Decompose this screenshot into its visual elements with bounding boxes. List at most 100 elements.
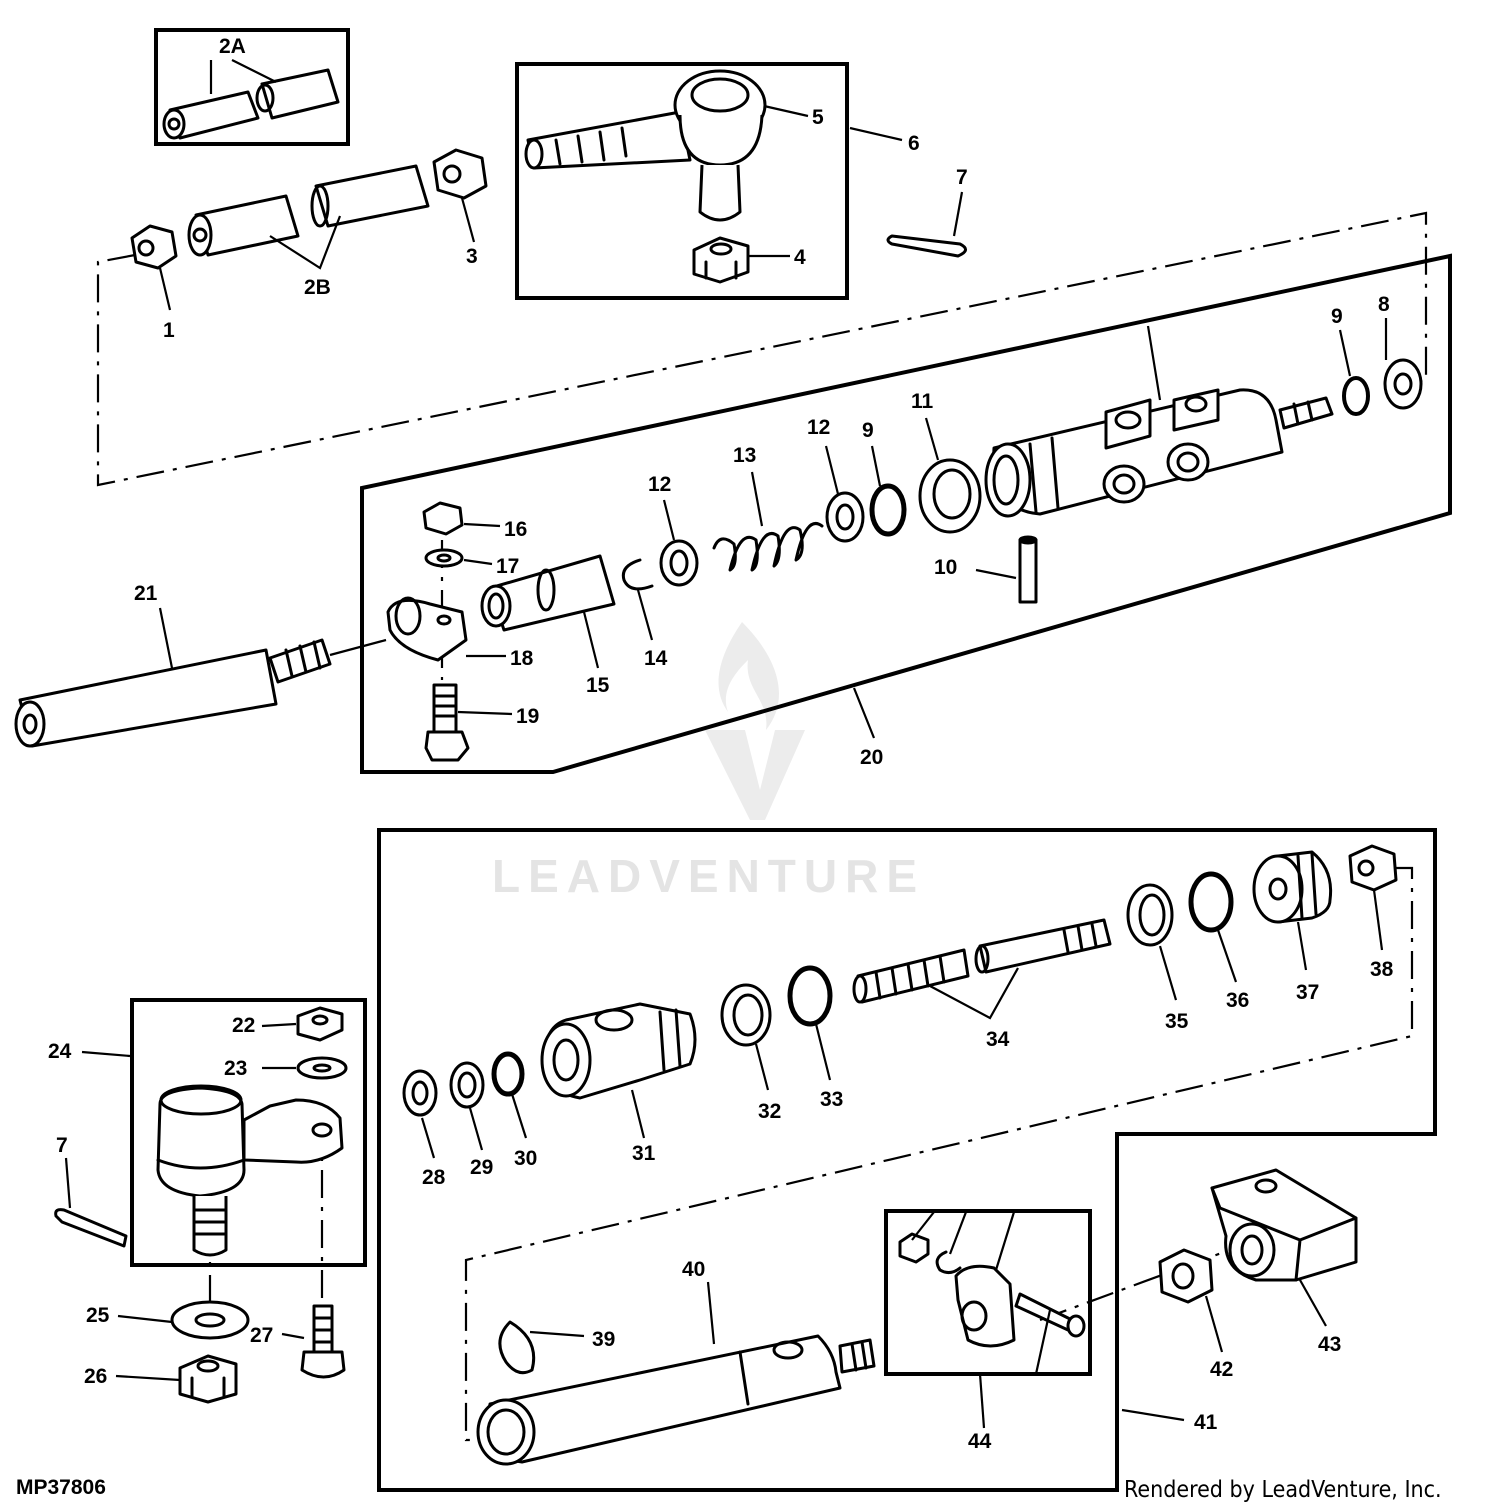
callout-4: 4 (794, 246, 806, 269)
part-23-washer (296, 1056, 348, 1080)
callout-labels: 2A 1 2B 3 4 5 6 7 8 9 9 10 11 12 12 13 1… (48, 35, 1394, 1453)
part-20-housing (984, 388, 1334, 518)
callout-41: 41 (1194, 1411, 1218, 1434)
callout-25: 25 (86, 1304, 110, 1327)
callout-21: 21 (134, 582, 158, 605)
part-9b-o-ring (1342, 376, 1370, 416)
part-39-snap-ring (498, 1320, 536, 1375)
inset-box-44 (884, 1209, 1092, 1376)
callout-16: 16 (504, 518, 527, 541)
part-2a-bushings (162, 68, 340, 140)
callout-42: 42 (1210, 1358, 1233, 1381)
part-14-snap-ring (621, 558, 654, 591)
callout-43: 43 (1318, 1333, 1341, 1356)
figure-id: MP37806 (16, 1476, 106, 1499)
watermark-logo (705, 622, 805, 820)
callout-27: 27 (250, 1324, 273, 1347)
part-11-ring (918, 458, 982, 534)
callout-22: 22 (232, 1014, 255, 1037)
callout-11: 11 (911, 390, 934, 413)
part-36-o-ring (1188, 871, 1234, 933)
callout-8: 8 (1378, 293, 1390, 316)
callout-3: 3 (466, 245, 478, 268)
callout-37: 37 (1296, 981, 1319, 1004)
part-44-clevis-kit (898, 1232, 1086, 1348)
part-27-bolt (300, 1304, 346, 1379)
part-18-clevis (386, 596, 468, 662)
part-22-nut (296, 1006, 344, 1042)
part-12-washer (659, 539, 699, 587)
callout-33: 33 (820, 1088, 843, 1111)
part-7-cotter-pin (886, 234, 967, 258)
callout-38: 38 (1370, 958, 1394, 981)
callout-44: 44 (968, 1430, 992, 1453)
inset-box-6 (515, 62, 849, 300)
callout-12b: 12 (648, 473, 671, 496)
part-15-piston (480, 554, 616, 632)
callout-6: 6 (908, 132, 920, 155)
callout-31: 31 (632, 1142, 656, 1165)
callout-13: 13 (733, 444, 756, 467)
leader-lines (64, 59, 1388, 1429)
callout-28: 28 (422, 1166, 446, 1189)
part-10-pin (1018, 535, 1038, 604)
callout-1: 1 (163, 319, 175, 342)
callout-26: 26 (84, 1365, 107, 1388)
group-frame-41 (377, 828, 1437, 1492)
part-34-rod (852, 918, 1112, 1004)
callout-5: 5 (812, 106, 824, 129)
callout-29: 29 (470, 1156, 493, 1179)
part-32-seal (720, 983, 772, 1047)
callout-10: 10 (934, 556, 957, 579)
assembly-line-upper (96, 211, 1428, 487)
render-credit: Rendered by LeadVenture, Inc. (1124, 1477, 1442, 1503)
callout-40: 40 (682, 1258, 705, 1281)
callout-7b: 7 (56, 1134, 68, 1157)
part-35-washer (1126, 883, 1174, 947)
part-42-nut (1158, 1248, 1214, 1304)
part-25-washer (170, 1300, 250, 1340)
callout-36: 36 (1226, 989, 1249, 1012)
part-5-tie-rod-end (524, 69, 767, 222)
part-40-cylinder-tube (476, 1334, 876, 1466)
inset-box-24 (130, 998, 367, 1267)
callout-39: 39 (592, 1328, 615, 1351)
part-28-washer (402, 1069, 438, 1117)
part-21-rod (14, 638, 332, 748)
callout-18: 18 (510, 647, 534, 670)
callout-24: 24 (48, 1040, 72, 1063)
callout-2a: 2A (219, 35, 246, 58)
callout-30: 30 (514, 1147, 537, 1170)
callout-34: 34 (986, 1028, 1010, 1051)
callout-9: 9 (1331, 305, 1343, 328)
part-13-spring (712, 522, 824, 572)
part-7b-cotter-pin (54, 1208, 128, 1248)
callout-23: 23 (224, 1057, 247, 1080)
part-2b-sleeves (187, 164, 430, 257)
part-3-nut (432, 148, 488, 200)
group-frame-20 (360, 253, 1452, 774)
callout-15: 15 (586, 674, 610, 697)
part-43-bracket (1210, 1168, 1358, 1282)
part-8-washer (1383, 358, 1423, 410)
part-19-bolt (424, 683, 470, 762)
part-29-washer (449, 1061, 485, 1109)
part-24-tie-rod-end (156, 1084, 344, 1257)
callout-14: 14 (644, 647, 668, 670)
callout-32: 32 (758, 1100, 781, 1123)
part-30-o-ring (491, 1051, 525, 1097)
callout-20: 20 (860, 746, 883, 769)
part-17-washer (424, 548, 464, 568)
part-16-nut (422, 501, 464, 536)
part-33-o-ring (787, 965, 833, 1027)
part-4-castle-nut (692, 236, 750, 284)
inset-box-2a (154, 28, 350, 146)
watermark-text: LEADVENTURE (492, 850, 925, 902)
assembly-line-lower (464, 866, 1414, 1442)
part-12b-washer (825, 491, 865, 543)
part-9-o-ring (869, 483, 907, 537)
callout-2b: 2B (304, 276, 331, 299)
callout-35: 35 (1165, 1010, 1189, 1033)
part-1-nut (130, 224, 178, 270)
